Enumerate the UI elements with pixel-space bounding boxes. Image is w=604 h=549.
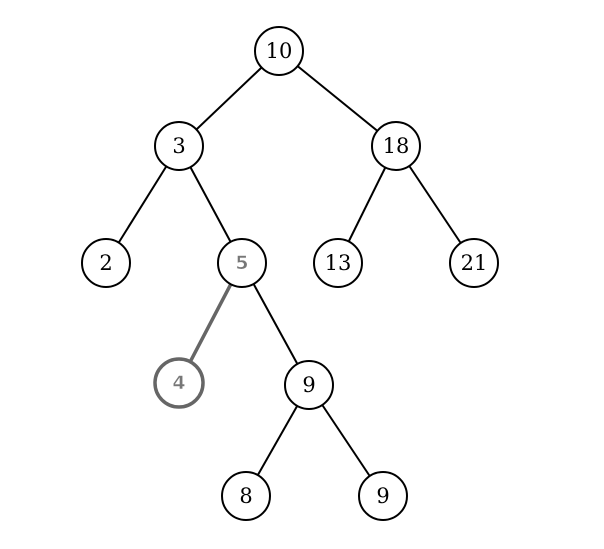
tree-node-label: 9	[376, 484, 389, 508]
tree-edge-n18-n21	[408, 165, 462, 244]
tree-edge-n5-n9	[252, 283, 299, 365]
tree-node-n4: 4	[153, 357, 205, 409]
tree-node-label: 9	[302, 373, 315, 397]
tree-node-circle	[358, 471, 408, 521]
tree-node-label: 18	[383, 134, 410, 158]
tree-node-label: 10	[266, 39, 293, 63]
tree-node-n10: 10	[254, 26, 304, 76]
tree-node-n8: 8	[221, 471, 271, 521]
tree-edge-n3-n2	[117, 165, 168, 244]
tree-node-n5: 5	[217, 238, 267, 288]
tree-node-n9: 9	[284, 360, 334, 410]
tree-node-n2: 2	[81, 238, 131, 288]
tree-node-circle	[313, 238, 363, 288]
tree-node-circle	[371, 121, 421, 171]
tree-edge-n18-n13	[347, 167, 387, 242]
tree-edge-n9-n8	[256, 405, 299, 476]
tree-node-circle	[153, 357, 205, 409]
tree-node-label: 5	[235, 252, 248, 274]
tree-node-circle	[217, 238, 267, 288]
tree-edge-n5-n4	[188, 282, 233, 364]
tree-node-label: 2	[99, 251, 112, 275]
tree-node-circle	[254, 26, 304, 76]
tree-node-n9b: 9	[358, 471, 408, 521]
tree-node-label: 3	[172, 134, 185, 158]
tree-node-circle	[154, 121, 204, 171]
tree-node-circle	[81, 238, 131, 288]
tree-edge-n10-n18	[296, 65, 379, 132]
tree-node-label: 13	[325, 251, 352, 275]
tree-node-label: 4	[172, 372, 185, 394]
tree-node-n3: 3	[154, 121, 204, 171]
tree-edge-n3-n5	[189, 166, 232, 243]
tree-node-n18: 18	[371, 121, 421, 171]
tree-nodes: 10 3 18 2 5 13 21 4 9 8 9	[81, 26, 499, 521]
tree-node-label: 21	[461, 251, 488, 275]
tree-node-circle	[284, 360, 334, 410]
tree-node-n13: 13	[313, 238, 363, 288]
tree-edges	[117, 65, 462, 477]
tree-edge-n10-n3	[195, 66, 263, 131]
tree-node-circle	[449, 238, 499, 288]
tree-node-n21: 21	[449, 238, 499, 288]
tree-edge-n9-n9b	[321, 404, 371, 477]
tree-node-circle	[221, 471, 271, 521]
tree-node-label: 8	[239, 484, 252, 508]
